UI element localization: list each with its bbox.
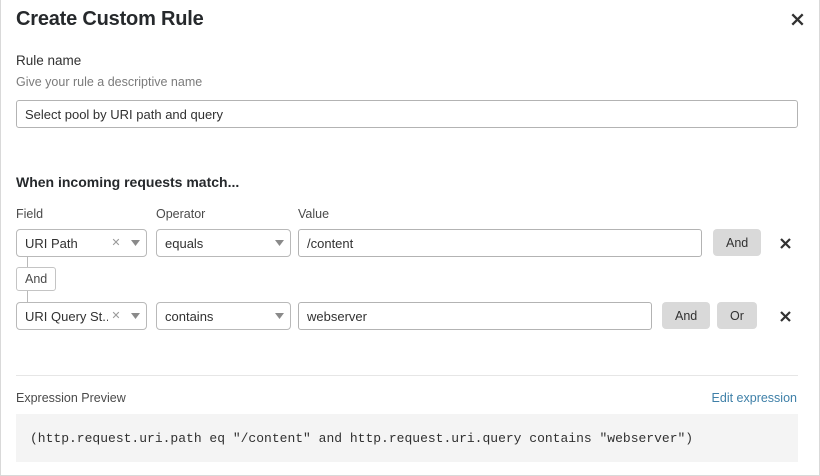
- value-input[interactable]: [298, 302, 652, 330]
- connector-line-bottom: [27, 291, 28, 302]
- close-icon: [779, 237, 791, 249]
- expression-preview-code: (http.request.uri.path eq "/content" and…: [16, 414, 798, 462]
- column-header-value: Value: [298, 207, 330, 221]
- operator-select[interactable]: equals: [156, 229, 291, 257]
- page-title: Create Custom Rule: [16, 8, 204, 30]
- group-connector-and-badge[interactable]: And: [16, 267, 57, 291]
- edit-expression-link[interactable]: Edit expression: [711, 391, 797, 405]
- column-header-operator: Operator: [156, 207, 206, 221]
- field-select[interactable]: URI Query St... ✕: [16, 302, 147, 330]
- and-button[interactable]: And: [713, 229, 762, 256]
- operator-select-value: contains: [165, 308, 214, 324]
- rule-name-label: Rule name: [16, 53, 82, 68]
- chevron-down-icon[interactable]: [268, 313, 290, 319]
- connector-line-top: [27, 257, 28, 268]
- column-header-field: Field: [16, 207, 44, 221]
- field-select-value: URI Query St...: [25, 308, 108, 324]
- close-modal-button[interactable]: [783, 5, 811, 33]
- divider: [16, 375, 798, 376]
- chevron-down-icon[interactable]: [124, 313, 146, 319]
- operator-select[interactable]: contains: [156, 302, 291, 330]
- close-icon: [779, 310, 791, 322]
- value-input[interactable]: [298, 229, 702, 257]
- field-select-value: URI Path: [25, 235, 78, 251]
- rule-name-description: Give your rule a descriptive name: [16, 75, 203, 89]
- rule-name-input[interactable]: [16, 100, 798, 128]
- or-button[interactable]: Or: [717, 302, 757, 329]
- chevron-down-icon[interactable]: [268, 240, 290, 246]
- field-select[interactable]: URI Path ✕: [16, 229, 147, 257]
- clear-icon[interactable]: ✕: [111, 236, 121, 249]
- operator-select-value: equals: [165, 235, 204, 251]
- clear-icon[interactable]: ✕: [111, 309, 121, 322]
- chevron-down-icon[interactable]: [124, 240, 146, 246]
- and-button[interactable]: And: [662, 302, 711, 329]
- expression-preview-label: Expression Preview: [16, 391, 126, 405]
- condition-row: URI Path ✕ equals And: [1, 229, 820, 259]
- match-section-heading: When incoming requests match...: [16, 174, 240, 190]
- delete-condition-button[interactable]: [774, 230, 796, 256]
- close-icon: [790, 12, 804, 26]
- condition-row: URI Query St... ✕ contains And Or: [1, 302, 820, 332]
- delete-condition-button[interactable]: [774, 303, 796, 329]
